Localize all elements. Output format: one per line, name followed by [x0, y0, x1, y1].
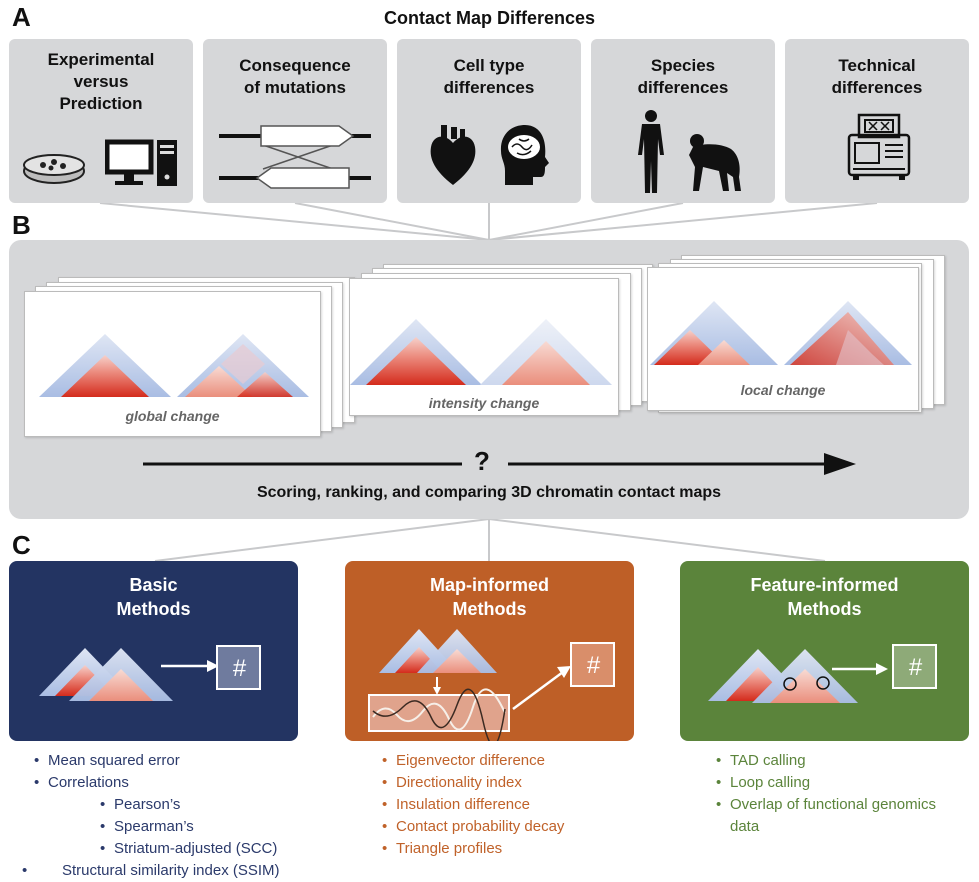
list-item: •Directionality index [382, 774, 522, 791]
panel-label-b: B [12, 210, 31, 240]
diagram-title: Contact Map Differences [383, 8, 596, 28]
feature-maps-to-score-icon [708, 644, 937, 703]
panel-label-a: A [12, 2, 31, 32]
list-item: •Pearson’s [100, 796, 181, 813]
heart-icon [430, 125, 476, 185]
score-symbol: # [586, 652, 601, 679]
human-icon [638, 110, 664, 193]
petri-dish-icon [23, 154, 85, 184]
list-item-continuation: data [730, 818, 760, 835]
intensity-change-label: intensity change [428, 395, 540, 411]
brain-head-icon [500, 125, 549, 185]
overlapping-maps-to-score-icon [39, 645, 261, 701]
list-item: •Contact probability decay [382, 818, 565, 835]
genome-inversion-icon [219, 125, 371, 189]
panel-label-c: C [12, 530, 31, 560]
maps-to-track-to-score-icon [368, 629, 615, 741]
question-mark: ? [474, 446, 490, 476]
global-change-map: global change [24, 291, 321, 437]
computer-icon [105, 139, 177, 186]
list-item: •TAD calling [716, 752, 806, 769]
intensity-change-map: intensity change [349, 278, 619, 416]
list-item: •Correlations [34, 774, 129, 791]
list-item: •Structural similarity index (SSIM) [22, 862, 280, 879]
list-item: •Overlap of functional genomics [716, 796, 936, 813]
contact-map-triangles [350, 319, 612, 385]
score-symbol: # [232, 655, 247, 682]
list-item: •Loop calling [716, 774, 811, 791]
global-change-label: global change [125, 408, 220, 424]
local-change-map: local change [647, 267, 919, 411]
contact-map-triangles [39, 334, 309, 397]
sequencer-instrument-icon [847, 113, 911, 180]
comparison-arrow [143, 453, 856, 475]
list-item: •Striatum-adjusted (SCC) [100, 840, 278, 857]
local-change-label: local change [740, 382, 826, 398]
score-symbol: # [908, 654, 923, 681]
contact-map-triangles [650, 301, 912, 365]
comparison-caption: Scoring, ranking, and comparing 3D chrom… [256, 484, 722, 501]
list-item: •Insulation difference [382, 796, 530, 813]
list-item: •Mean squared error [34, 752, 180, 769]
list-item: •Triangle profiles [382, 840, 503, 857]
list-item: •Eigenvector difference [382, 752, 545, 769]
chimpanzee-icon [689, 134, 741, 191]
list-item: •Spearman’s [100, 818, 194, 835]
